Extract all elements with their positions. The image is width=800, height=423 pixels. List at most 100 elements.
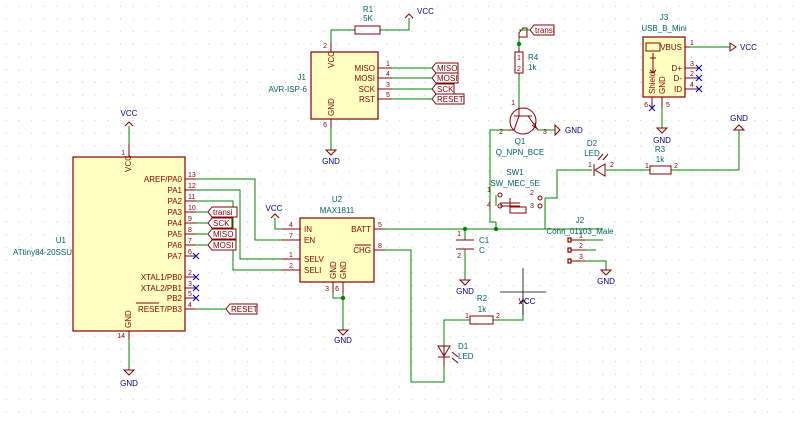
u1-pin-pa3-name: PA3 xyxy=(167,208,182,217)
svg-text:MOSI: MOSI xyxy=(437,74,457,83)
svg-text:GND: GND xyxy=(334,336,352,345)
u1-pin-pa6-name: PA6 xyxy=(167,241,182,250)
d2-led[interactable]: 1 2 D2 LED xyxy=(584,139,614,177)
r2-resistor[interactable]: 1 2 R2 1k xyxy=(465,294,500,325)
j1-pin-4-num: 4 xyxy=(386,71,390,78)
j3-pin-6-num: 6 xyxy=(644,102,648,109)
svg-text:SCK: SCK xyxy=(213,219,230,228)
r3-resistor[interactable]: 1 2 R3 1k xyxy=(645,145,678,175)
j1-avr-isp[interactable]: J1 AVR-ISP-6 MISO 1 MOSI 4 SCK 3 RST 5 V… xyxy=(268,42,392,129)
j1-pin-mosi-name: MOSI xyxy=(355,74,375,83)
j3-pin-vbus-name: VBUS xyxy=(660,43,682,52)
u1-pin-pb3-name: RESET/PB3 xyxy=(138,305,183,314)
gnd-c1: GND xyxy=(456,279,474,296)
svg-text:GND: GND xyxy=(597,277,615,286)
d1-ref: D1 xyxy=(458,342,469,351)
r1-value: 5K xyxy=(363,14,373,23)
j1-pin-2-num: 2 xyxy=(323,43,327,50)
u2-pin-gnd-a-name: GND xyxy=(329,261,338,279)
j2-pin-1-num: 1 xyxy=(579,233,583,240)
label-reset-u1[interactable]: RESET xyxy=(225,303,258,315)
u2-pin-seli-name: SELI xyxy=(304,266,321,275)
label-miso-u1[interactable]: MISO xyxy=(207,228,237,240)
r1-resistor[interactable]: R1 5K xyxy=(354,5,381,35)
r2-ref: R2 xyxy=(477,294,488,303)
u1-attiny84[interactable]: U1 ATtiny84-20SSU VCC 1 AREF/PA0 13 PA1 … xyxy=(13,144,196,340)
j1-pin-rst-name: RST xyxy=(359,95,375,104)
d1-led[interactable]: D1 LED xyxy=(437,342,474,366)
gnd-q1: GND xyxy=(554,123,583,137)
svg-text:SCK: SCK xyxy=(437,85,454,94)
label-transi-r4[interactable]: transi xyxy=(518,24,555,38)
u2-pin-gnd-b-name: GND xyxy=(339,261,348,279)
label-mosi-j1[interactable]: MOSI xyxy=(431,72,459,84)
svg-text:GND: GND xyxy=(322,157,340,166)
crosshair-cursor-icon xyxy=(500,268,546,315)
j1-pin-6-num: 6 xyxy=(323,122,327,129)
label-sck-u1[interactable]: SCK xyxy=(207,217,233,229)
vcc-j3: VCC xyxy=(729,42,757,52)
j3-no-connects xyxy=(648,64,703,112)
u2-pin-en-name: EN xyxy=(304,236,315,245)
svg-text:VCC: VCC xyxy=(121,109,138,118)
u1-value: ATtiny84-20SSU xyxy=(13,248,72,257)
sw1-pin-4-num: 4 xyxy=(487,202,491,209)
svg-text:transi: transi xyxy=(535,26,555,35)
u1-pin-pa7-name: PA7 xyxy=(167,252,182,261)
d2-value: LED xyxy=(584,149,600,158)
q1-pin-3-num: 3 xyxy=(543,129,547,136)
q1-pin-2-num: 2 xyxy=(499,129,503,136)
r2-pin-1-num: 1 xyxy=(465,313,469,320)
u1-ref: U1 xyxy=(56,236,67,245)
svg-text:GND: GND xyxy=(565,126,583,135)
r4-resistor[interactable]: 1 2 R4 1k xyxy=(514,48,539,75)
sw1-switch[interactable]: 1 2 3 4 SW1 SW_MEC_5E xyxy=(487,168,543,214)
label-transi-u1[interactable]: transi xyxy=(207,206,238,218)
u1-pin-13-num: 13 xyxy=(188,172,196,179)
u2-pin-8-num: 8 xyxy=(378,243,382,250)
r4-value: 1k xyxy=(528,63,537,72)
sw1-pin-1-num: 1 xyxy=(487,187,491,194)
sw1-pin-3-num: 3 xyxy=(530,203,534,210)
u1-pin-6-num: 6 xyxy=(188,249,192,256)
j3-pin-gnd-name: GND xyxy=(658,76,667,94)
j1-pin-1-num: 1 xyxy=(386,61,390,68)
vcc-u1: VCC xyxy=(121,109,138,127)
r1-ref: R1 xyxy=(363,5,374,14)
label-miso-j1[interactable]: MISO xyxy=(431,62,459,74)
j2-connector[interactable]: 1 2 3 J2 Conn_01x03_Male xyxy=(546,216,614,264)
u1-pin-pa5-name: PA5 xyxy=(167,230,182,239)
label-reset-j1[interactable]: RESET xyxy=(431,93,465,105)
j3-value: USB_B_Mini xyxy=(641,24,687,33)
gnd-r3: GND xyxy=(730,114,748,131)
j1-ref: J1 xyxy=(298,73,307,82)
u2-pin-in-name: IN xyxy=(304,225,312,234)
u1-pin-8-num: 8 xyxy=(188,227,192,234)
q1-pin-1-num: 1 xyxy=(511,100,515,107)
r3-ref: R3 xyxy=(655,145,666,154)
vcc-u2-in: VCC xyxy=(266,204,283,219)
q1-transistor[interactable]: 2 3 1 Q1 Q_NPN_BCE xyxy=(496,100,547,157)
svg-text:VCC: VCC xyxy=(266,204,283,213)
gnd-j3: GND xyxy=(653,127,671,145)
svg-text:VCC: VCC xyxy=(417,7,434,16)
j3-usb-mini[interactable]: J3 USB_B_Mini VBUS 1 D+ 3 D- 2 ID 4 GND … xyxy=(641,13,699,109)
label-sck-j1[interactable]: SCK xyxy=(431,83,455,95)
sw1-pin-2-num: 2 xyxy=(530,190,534,197)
svg-text:transi: transi xyxy=(213,208,233,217)
j3-pin-dplus-name: D+ xyxy=(672,64,683,73)
c1-capacitor[interactable]: 1 2 C1 C xyxy=(456,231,490,260)
j1-pin-3-num: 3 xyxy=(386,82,390,89)
u1-pin-1-num: 1 xyxy=(121,150,125,157)
label-mosi-u1[interactable]: MOSI xyxy=(207,239,237,251)
svg-text:MISO: MISO xyxy=(213,230,233,239)
u1-pin-2-num: 2 xyxy=(188,270,192,277)
vcc-r1: VCC xyxy=(404,7,434,19)
u1-pin-4-num: 4 xyxy=(188,302,192,309)
svg-text:GND: GND xyxy=(456,287,474,296)
u2-max1811[interactable]: U2 MAX1811 IN 4 EN 7 SELV 1 SELI 2 BATT … xyxy=(282,195,385,293)
gnd-j1: GND xyxy=(322,149,340,166)
j2-value: Conn_01x03_Male xyxy=(546,227,614,236)
j1-pin-sck-name: SCK xyxy=(359,85,376,94)
